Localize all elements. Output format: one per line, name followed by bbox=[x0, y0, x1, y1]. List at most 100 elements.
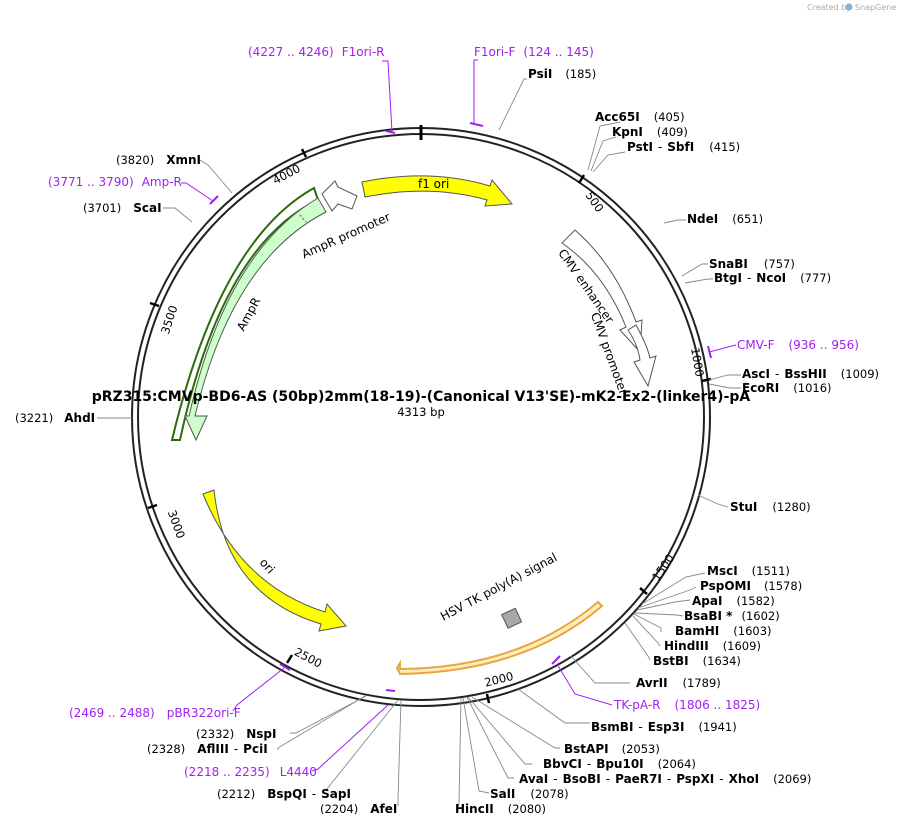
tick-label-3500: 3500 bbox=[158, 304, 180, 336]
site-btgi[interactable]: BtgI bbox=[714, 271, 742, 285]
site-kpni[interactable]: KpnI bbox=[612, 125, 643, 139]
site-paer7i[interactable]: PaeR7I bbox=[615, 772, 662, 786]
tick-label-4000: 4000 bbox=[270, 161, 302, 187]
svg-text:MscI(1511): MscI(1511) bbox=[707, 564, 790, 578]
site-sapi[interactable]: SapI bbox=[321, 787, 351, 801]
svg-text:(3221)AhdI: (3221)AhdI bbox=[15, 411, 95, 425]
svg-text:BbvCI-Bpu10I(2064): BbvCI-Bpu10I(2064) bbox=[543, 757, 696, 771]
site-bamhi[interactable]: BamHI bbox=[675, 624, 719, 638]
primer-range-cmv-f: (936 .. 956) bbox=[788, 338, 858, 352]
site-sbfi[interactable]: SbfI bbox=[667, 140, 694, 154]
leader-lines bbox=[97, 78, 741, 808]
tick-4000 bbox=[300, 148, 308, 158]
svg-text:(3771 .. 3790)Amp-R: (3771 .. 3790)Amp-R bbox=[48, 175, 182, 189]
tick-label-1500: 1500 bbox=[649, 551, 677, 583]
svg-text:EcoRI(1016): EcoRI(1016) bbox=[742, 381, 832, 395]
primer-range-pbr322ori-f: (2469 .. 2488) bbox=[69, 706, 155, 720]
site-bsshii[interactable]: BssHII bbox=[784, 367, 826, 381]
svg-text:Acc65I(405): Acc65I(405) bbox=[595, 110, 685, 124]
site-pcii[interactable]: PciI bbox=[243, 742, 268, 756]
site-labels: PsiI(185) Acc65I(405) KpnI(409) PstI-Sbf… bbox=[15, 67, 879, 816]
svg-text:TK-pA-R(1806 .. 1825): TK-pA-R (1806 .. 1825) bbox=[613, 698, 760, 712]
site-pspomi[interactable]: PspOMI bbox=[700, 579, 751, 593]
site-psii[interactable]: PsiI bbox=[528, 67, 552, 81]
site-asci[interactable]: AscI bbox=[742, 367, 770, 381]
features: f1 ori CMV enhancer CMV promoter AmpR pr… bbox=[170, 175, 657, 676]
svg-text:(4227 .. 4246)F1ori-R: (4227 .. 4246)F1ori-R bbox=[248, 45, 385, 59]
site-ahdi[interactable]: AhdI bbox=[64, 411, 95, 425]
cmv-promoter-arrow[interactable] bbox=[627, 324, 657, 388]
svg-text:(2212)BspQI-SapI: (2212)BspQI-SapI bbox=[217, 787, 351, 801]
site-psti[interactable]: PstI bbox=[627, 140, 653, 154]
site-bsmbi[interactable]: BsmBI bbox=[591, 720, 633, 734]
primer-name-tk-pa-r: TK-pA-R bbox=[613, 698, 661, 712]
plasmid-title: pRZ315:CMVp-BD6-AS (50bp)2mm(18-19)-(Can… bbox=[92, 389, 751, 405]
ampr-junction bbox=[299, 214, 307, 223]
primer-range-l4440: (2218 .. 2235) bbox=[184, 765, 270, 779]
site-msci[interactable]: MscI bbox=[707, 564, 738, 578]
svg-text:(3820)XmnI: (3820)XmnI bbox=[116, 153, 201, 167]
svg-text:(2332)NspI: (2332)NspI bbox=[196, 727, 277, 741]
site-hindiii[interactable]: HindIII bbox=[664, 639, 709, 653]
tick-1000 bbox=[701, 377, 712, 383]
site-bsobi[interactable]: BsoBI bbox=[563, 772, 601, 786]
site-ecori[interactable]: EcoRI bbox=[742, 381, 779, 395]
svg-text:AscI-BssHII(1009): AscI-BssHII(1009) bbox=[742, 367, 879, 381]
svg-text:BtgI-NcoI(777): BtgI-NcoI(777) bbox=[714, 271, 831, 285]
site-ndei[interactable]: NdeI bbox=[687, 212, 718, 226]
site-hincii[interactable]: HincII bbox=[455, 802, 494, 816]
primer-name-pbr322ori-f: pBR322ori-F bbox=[167, 706, 241, 720]
site-pspxi[interactable]: PspXI bbox=[676, 772, 714, 786]
credit-brand: SnapGene bbox=[855, 3, 896, 12]
site-esp3i[interactable]: Esp3I bbox=[648, 720, 685, 734]
tick-3500 bbox=[149, 301, 160, 308]
site-bpu10i[interactable]: Bpu10I bbox=[596, 757, 643, 771]
site-afliii[interactable]: AflIII bbox=[197, 742, 229, 756]
primer-name-f1ori-r: F1ori-R bbox=[342, 45, 385, 59]
site-sali[interactable]: SalI bbox=[490, 787, 515, 801]
tick-label-2500: 2500 bbox=[292, 645, 324, 671]
site-nspi[interactable]: NspI bbox=[246, 727, 276, 741]
tick-label-3000: 3000 bbox=[165, 508, 188, 540]
f1-ori-arrow[interactable] bbox=[361, 175, 514, 207]
primer-name-f1ori-f: F1ori-F bbox=[474, 45, 515, 59]
ori-arrow[interactable] bbox=[202, 489, 347, 632]
primer-name-amp-r: Amp-R bbox=[142, 175, 182, 189]
svg-text:BsmBI-Esp3I(1941): BsmBI-Esp3I(1941) bbox=[591, 720, 737, 734]
primer-range-tk-pa-r: (1806 .. 1825) bbox=[675, 698, 761, 712]
svg-text:ApaI(1582): ApaI(1582) bbox=[692, 594, 775, 608]
site-bstapi[interactable]: BstAPI bbox=[564, 742, 609, 756]
site-ncoi[interactable]: NcoI bbox=[756, 271, 786, 285]
svg-text:BstAPI(2053): BstAPI(2053) bbox=[564, 742, 660, 756]
svg-text:F1ori-F(124 .. 145): F1ori-F(124 .. 145) bbox=[474, 45, 594, 59]
hsv-tk-polya-box[interactable] bbox=[501, 607, 523, 629]
tick-2000 bbox=[485, 693, 491, 704]
svg-text:SnaBI(757): SnaBI(757) bbox=[709, 257, 795, 271]
site-xmni[interactable]: XmnI bbox=[166, 153, 201, 167]
ampr-arrow[interactable] bbox=[184, 197, 327, 442]
ampr-primer-band bbox=[170, 186, 320, 441]
site-avrii[interactable]: AvrII bbox=[636, 676, 668, 690]
site-avai[interactable]: AvaI bbox=[519, 772, 548, 786]
svg-text:BsaBI *(1602): BsaBI *(1602) bbox=[684, 609, 780, 623]
site-bbvci[interactable]: BbvCI bbox=[543, 757, 582, 771]
tick-3000 bbox=[147, 503, 158, 510]
tick-1500 bbox=[639, 587, 648, 595]
site-acc65i[interactable]: Acc65I bbox=[595, 110, 640, 124]
site-stui[interactable]: StuI bbox=[730, 500, 757, 514]
site-afei[interactable]: AfeI bbox=[370, 802, 397, 816]
tick-500 bbox=[577, 174, 586, 184]
ampr-promoter-arrow[interactable] bbox=[321, 180, 358, 212]
svg-text:(2204)AfeI: (2204)AfeI bbox=[320, 802, 397, 816]
site-xhoi[interactable]: XhoI bbox=[729, 772, 760, 786]
hsv-tk-polya-label: HSV TK poly(A) signal bbox=[438, 550, 559, 623]
svg-text:BamHI(1603): BamHI(1603) bbox=[675, 624, 772, 638]
site-bsabi[interactable]: BsaBI * bbox=[684, 609, 733, 623]
site-scai[interactable]: ScaI bbox=[133, 201, 161, 215]
site-bspqi[interactable]: BspQI bbox=[267, 787, 307, 801]
site-bstbi[interactable]: BstBI bbox=[653, 654, 689, 668]
ori-label: ori bbox=[257, 556, 278, 577]
site-apai[interactable]: ApaI bbox=[692, 594, 722, 608]
f1-ori-label: f1 ori bbox=[418, 177, 449, 191]
site-snabi[interactable]: SnaBI bbox=[709, 257, 748, 271]
